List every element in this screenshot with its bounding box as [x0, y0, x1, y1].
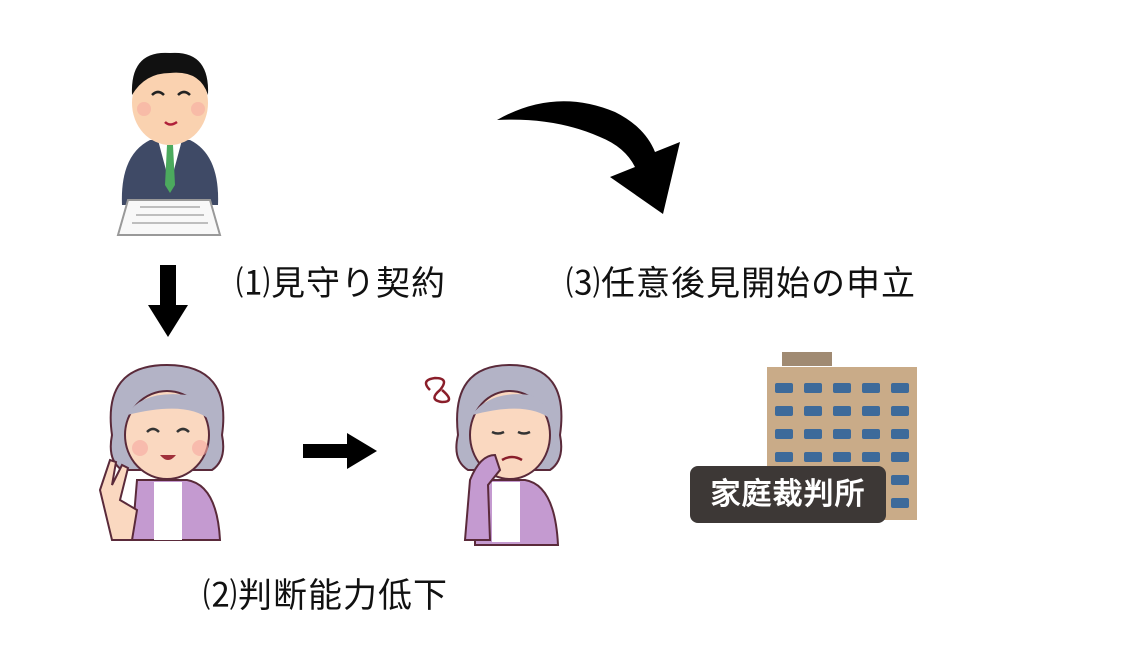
down-arrow-icon	[148, 265, 188, 337]
right-arrow-icon	[303, 433, 377, 469]
window-icon	[804, 383, 822, 393]
window-icon	[775, 429, 793, 439]
window-icon	[804, 406, 822, 416]
window-icon	[804, 452, 822, 462]
window-icon	[891, 383, 909, 393]
man-with-contract-illustration	[116, 52, 222, 236]
family-court-sign: 家庭裁判所	[690, 466, 886, 523]
window-icon	[891, 498, 909, 508]
window-icon	[862, 383, 880, 393]
window-icon	[804, 429, 822, 439]
window-icon	[833, 429, 851, 439]
curved-arrow-icon	[497, 101, 680, 214]
window-icon	[833, 452, 851, 462]
window-icon	[833, 406, 851, 416]
window-icon	[775, 383, 793, 393]
window-icon	[833, 383, 851, 393]
window-icon	[891, 406, 909, 416]
elderly-woman-happy-illustration	[98, 363, 225, 541]
window-icon	[891, 429, 909, 439]
window-icon	[891, 452, 909, 462]
step3-label: ⑶任意後見開始の申立	[566, 264, 916, 304]
window-icon	[862, 452, 880, 462]
step1-label: ⑴見守り契約	[236, 264, 446, 304]
step2-label: ⑵判断能力低下	[203, 576, 448, 616]
window-icon	[891, 475, 909, 485]
window-icon	[775, 452, 793, 462]
window-icon	[862, 406, 880, 416]
window-icon	[862, 429, 880, 439]
window-icon	[775, 406, 793, 416]
elderly-woman-worried-illustration	[424, 363, 563, 546]
